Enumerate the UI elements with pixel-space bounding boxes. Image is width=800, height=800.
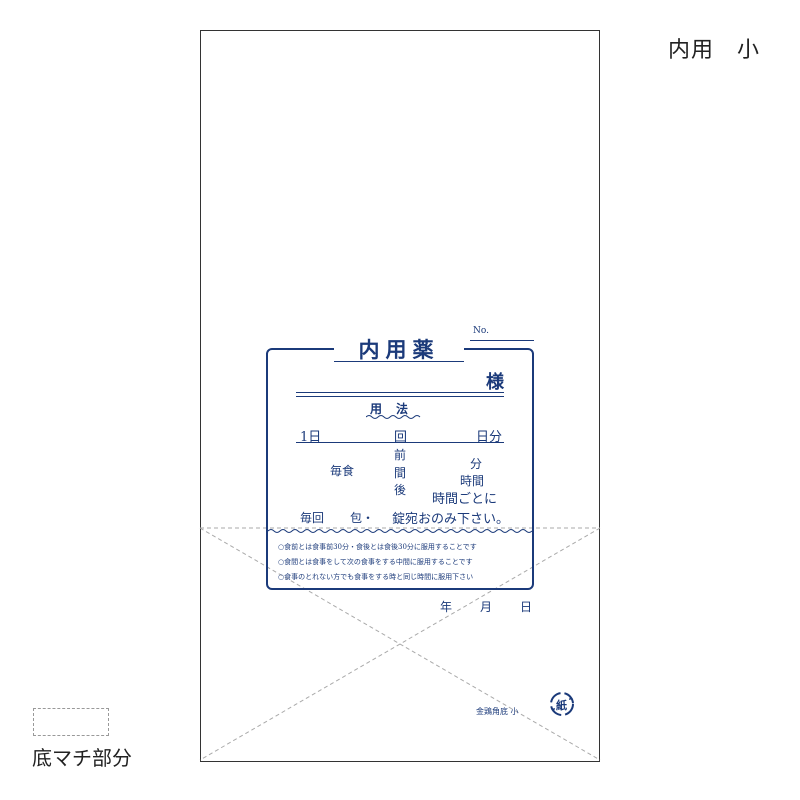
name-line-bottom [296, 396, 504, 397]
number-label: No. [473, 326, 489, 336]
days-label: 日分 [476, 430, 503, 445]
patient-honorific: 様 [486, 372, 504, 393]
before-label: 前 [394, 448, 407, 462]
usage-wavy-underline [366, 415, 421, 419]
note-1: ○食前とは食事前30分・食後とは食後30分に服用することです [278, 543, 477, 551]
row1-line [296, 442, 504, 443]
date-day: 日 [520, 600, 533, 614]
page-label: 内用 小 [668, 38, 761, 63]
label-title: 内用薬 [358, 337, 440, 362]
packets-label: 包・ [350, 511, 375, 525]
legend-label: 底マチ部分 [32, 746, 132, 770]
daily-prefix: 1日 [300, 430, 322, 445]
paper-recycle-icon [550, 692, 574, 716]
legend-swatch [33, 708, 109, 736]
usage-heading: 用法 [370, 402, 423, 416]
tablets-label: 錠宛おのみ下さい。 [392, 512, 510, 527]
maker-text: 金鶏角底 小 [476, 707, 519, 716]
dose-label: 毎回 [300, 511, 325, 525]
title-underline [334, 361, 464, 362]
notes-wavy-divider [268, 529, 532, 533]
bag-outline [200, 30, 600, 762]
name-line-top [296, 392, 504, 393]
recycle-mark-text: 紙 [556, 699, 567, 712]
date-month: 月 [480, 600, 493, 614]
minutes-label: 分 [470, 457, 483, 471]
every-hours-label: 時間ごとに [432, 492, 498, 507]
between-label: 間 [394, 466, 407, 480]
note-2: ○食間とは食事をして次の食事をする中間に服用することです [278, 558, 473, 566]
hours-label: 時間 [460, 474, 485, 488]
times-label: 回 [394, 430, 408, 445]
after-label: 後 [394, 483, 407, 497]
note-3: ○食事のとれない方でも食事をする時と同じ時間に服用下さい [278, 573, 474, 581]
meal-label: 毎食 [330, 464, 355, 478]
number-line [470, 340, 534, 341]
date-year: 年 [440, 600, 453, 614]
